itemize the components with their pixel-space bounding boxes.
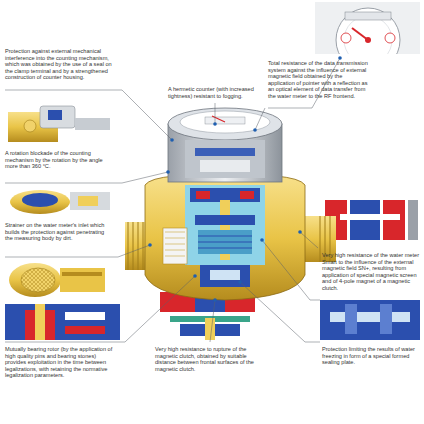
- leader-dot: [166, 170, 170, 174]
- water-meter: [163, 228, 187, 264]
- leader-line: [5, 276, 195, 342]
- rotor-inset: [35, 304, 45, 340]
- water-meter: [200, 265, 250, 287]
- leader-line: [262, 240, 320, 300]
- seal-inset: [5, 100, 115, 145]
- leader-line: [210, 300, 215, 342]
- water-meter: [185, 185, 265, 265]
- strainer-inset: [60, 268, 105, 292]
- leader-dot: [253, 128, 257, 132]
- water-meter: [196, 191, 210, 199]
- plate-inset: [330, 312, 410, 322]
- dial-inset: [345, 12, 391, 20]
- blockade-inset: [5, 186, 115, 216]
- blockade-inset: [5, 186, 115, 216]
- plate-inset: [320, 300, 420, 340]
- clutch-inset: [205, 318, 215, 340]
- dial-inset: [341, 33, 351, 43]
- strainer-inset: [5, 260, 115, 300]
- rotor-inset: [5, 304, 120, 340]
- water-meter: [165, 232, 185, 256]
- dial-inset: [385, 33, 395, 43]
- plate-inset: [380, 304, 392, 334]
- water-meter: [190, 188, 260, 202]
- water-meter: [212, 116, 225, 122]
- water-meter: [198, 236, 252, 248]
- leader-line: [5, 58, 340, 342]
- rotor-inset: [65, 326, 105, 334]
- water-meter: [210, 270, 240, 280]
- callout-text: Mutually bearing rotor (by the applicati…: [5, 346, 117, 379]
- leader-line: [5, 172, 168, 183]
- leader-line: [300, 232, 318, 248]
- leader-dot: [170, 138, 174, 142]
- leader-dot: [260, 238, 264, 242]
- water-meter: [168, 108, 282, 140]
- callout-text: A hermetic counter (with increased tight…: [168, 86, 264, 99]
- callout-text: Protection against external mechanical i…: [5, 48, 117, 81]
- water-meter: [180, 111, 270, 133]
- water-meter: [125, 108, 336, 300]
- rotor-inset: [5, 304, 120, 340]
- water-meter: [145, 176, 305, 300]
- screen-inset: [408, 200, 418, 240]
- seal-inset: [40, 106, 75, 128]
- water-meter: [198, 230, 252, 254]
- strainer-inset: [5, 260, 115, 300]
- leader-dot: [148, 243, 152, 247]
- callout-text: Very high resistance to rupture of the m…: [155, 346, 263, 372]
- blockade-inset: [78, 196, 98, 206]
- water-meter: [128, 222, 143, 270]
- seal-inset: [24, 120, 36, 132]
- callout-text: Total resistance of the data transmissio…: [268, 60, 368, 100]
- water-meter: [240, 191, 254, 199]
- dial-inset: [344, 16, 392, 54]
- leader-line: [240, 282, 320, 342]
- blockade-inset: [22, 193, 58, 207]
- leader-dot: [238, 280, 242, 284]
- strainer-inset: [9, 263, 61, 297]
- water-meter: [205, 117, 245, 124]
- water-meter: [195, 148, 255, 156]
- dial-inset: [336, 8, 400, 54]
- strainer-inset: [62, 272, 102, 276]
- seal-inset: [5, 100, 115, 145]
- leader-line: [215, 103, 216, 124]
- leader-dot: [213, 122, 217, 126]
- dial-inset: [315, 2, 420, 54]
- leader-dot: [193, 274, 197, 278]
- blockade-inset: [70, 192, 110, 210]
- plate-inset: [345, 304, 357, 334]
- callout-text: Very high resistance of the water meter …: [322, 252, 420, 292]
- callout-text: Strainer on the water meter's inlet whic…: [5, 222, 113, 242]
- leader-dot: [338, 56, 342, 60]
- leader-line: [5, 90, 172, 140]
- plate-inset: [320, 300, 420, 340]
- water-meter: [185, 140, 265, 178]
- leader-line: [5, 245, 150, 257]
- seal-inset: [75, 118, 110, 130]
- callout-text: Protection limiting the results of water…: [322, 346, 420, 366]
- leader-line: [255, 108, 265, 130]
- seal-inset: [48, 110, 62, 120]
- screen-inset: [340, 214, 400, 220]
- dial-inset: [365, 37, 371, 43]
- strainer-inset: [21, 268, 55, 292]
- leader-dot: [298, 230, 302, 234]
- water-meter: [200, 160, 250, 172]
- blockade-inset: [10, 190, 70, 214]
- water-meter: [195, 215, 255, 225]
- rotor-inset: [65, 312, 105, 320]
- callout-text: A rotation blockade of the counting mech…: [5, 150, 113, 170]
- leader-dot: [213, 298, 217, 302]
